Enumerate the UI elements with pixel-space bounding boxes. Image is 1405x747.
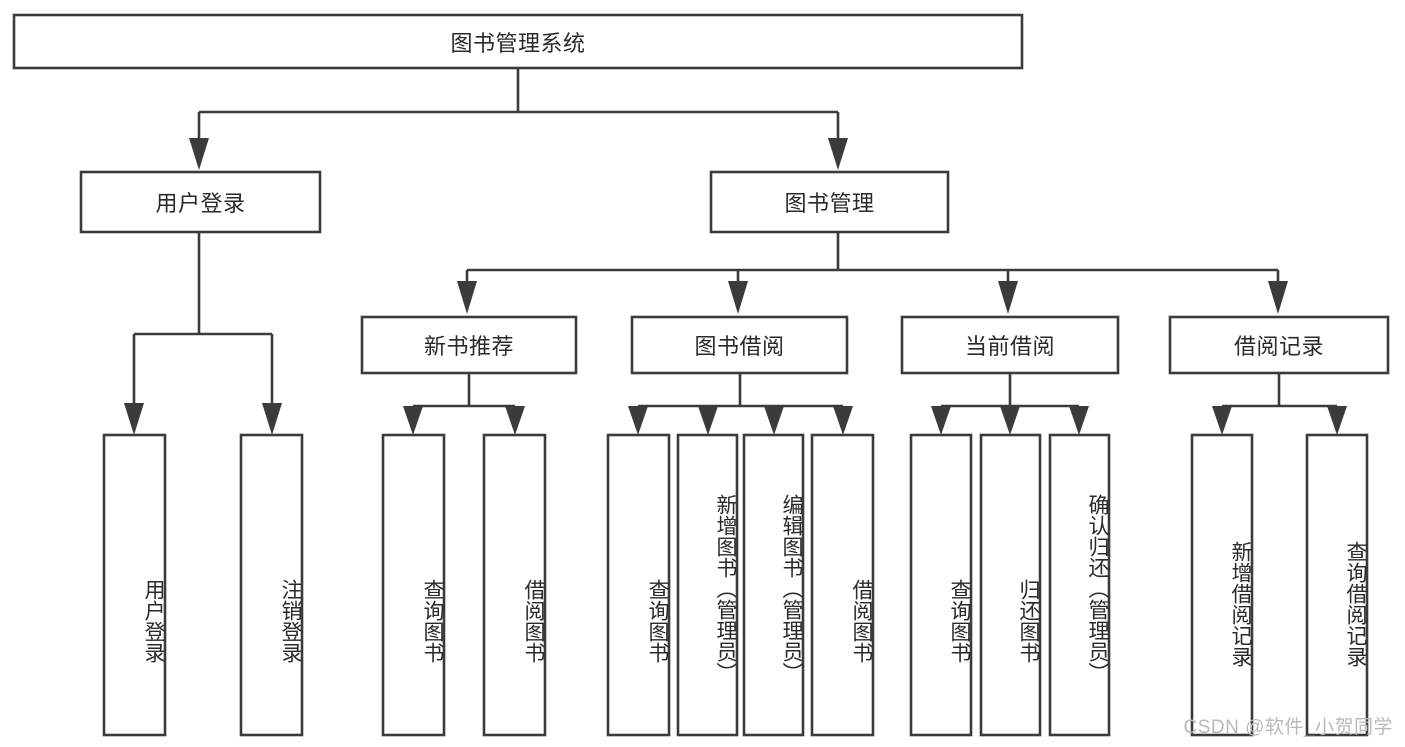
arrow-head-leaf-borrow-book-1	[505, 406, 525, 435]
connector-user-login-to-leaves	[124, 232, 282, 435]
node-box-leaf-add-book[interactable]	[676, 433, 739, 737]
node-box-leaf-add-record[interactable]	[1190, 433, 1254, 737]
arrow-head-current-borrow	[998, 281, 1018, 314]
connector-book-management-to-level3	[457, 232, 1288, 314]
node-box-leaf-query-book-2[interactable]	[606, 433, 671, 737]
node-box-root[interactable]	[12, 13, 1024, 70]
node-box-book-management[interactable]	[709, 170, 950, 234]
node-box-leaf-return-book[interactable]	[979, 433, 1042, 737]
node-box-leaf-query-book-3[interactable]	[909, 433, 973, 737]
arrow-head-leaf-add-record	[1212, 406, 1232, 435]
arrow-head-leaf-borrow-book-2	[833, 406, 853, 435]
connector-new-book-recommend-to-leaves	[403, 373, 525, 435]
arrow-head-leaf-logout-login	[262, 403, 282, 435]
node-box-borrow-record[interactable]	[1168, 315, 1390, 375]
node-box-leaf-edit-book[interactable]	[742, 433, 805, 737]
node-box-leaf-user-login[interactable]	[102, 433, 167, 737]
node-box-leaf-query-record[interactable]	[1305, 433, 1369, 737]
arrow-head-leaf-query-book-3	[931, 406, 951, 435]
node-box-leaf-borrow-book-2[interactable]	[810, 433, 875, 737]
connector-root-to-level2	[189, 68, 848, 170]
arrow-head-leaf-user-login	[124, 403, 144, 435]
arrow-head-user-login	[189, 138, 209, 170]
arrow-head-leaf-query-book-2	[628, 406, 648, 435]
node-box-leaf-logout-login[interactable]	[239, 433, 304, 737]
node-box-leaf-borrow-book-1[interactable]	[482, 433, 547, 737]
csdn-watermark: CSDN @软件_小贺同学	[1183, 717, 1393, 738]
arrow-head-leaf-add-book	[698, 406, 718, 435]
node-box-user-login[interactable]	[79, 170, 322, 234]
node-box-new-book-recommend[interactable]	[360, 315, 578, 375]
arrow-head-leaf-query-book-1	[403, 406, 423, 435]
arrow-head-leaf-return-book	[1000, 406, 1020, 435]
node-box-leaf-query-book-1[interactable]	[381, 433, 446, 737]
arrow-head-book-borrow	[728, 281, 748, 314]
arrow-head-book-management	[828, 138, 848, 170]
arrow-head-borrow-record	[1268, 281, 1288, 314]
node-box-leaf-confirm-return[interactable]	[1048, 433, 1111, 737]
connector-borrow-record-to-leaves	[1212, 373, 1347, 435]
arrow-head-leaf-query-record	[1327, 406, 1347, 435]
node-box-book-borrow[interactable]	[630, 315, 849, 375]
arrow-head-leaf-edit-book	[764, 406, 784, 435]
arrow-head-leaf-confirm-return	[1069, 406, 1089, 435]
arrow-head-new-book-recommend	[457, 281, 477, 314]
connector-current-borrow-to-leaves	[931, 373, 1089, 435]
connector-book-borrow-to-leaves	[628, 373, 853, 435]
node-box-current-borrow[interactable]	[900, 315, 1120, 375]
